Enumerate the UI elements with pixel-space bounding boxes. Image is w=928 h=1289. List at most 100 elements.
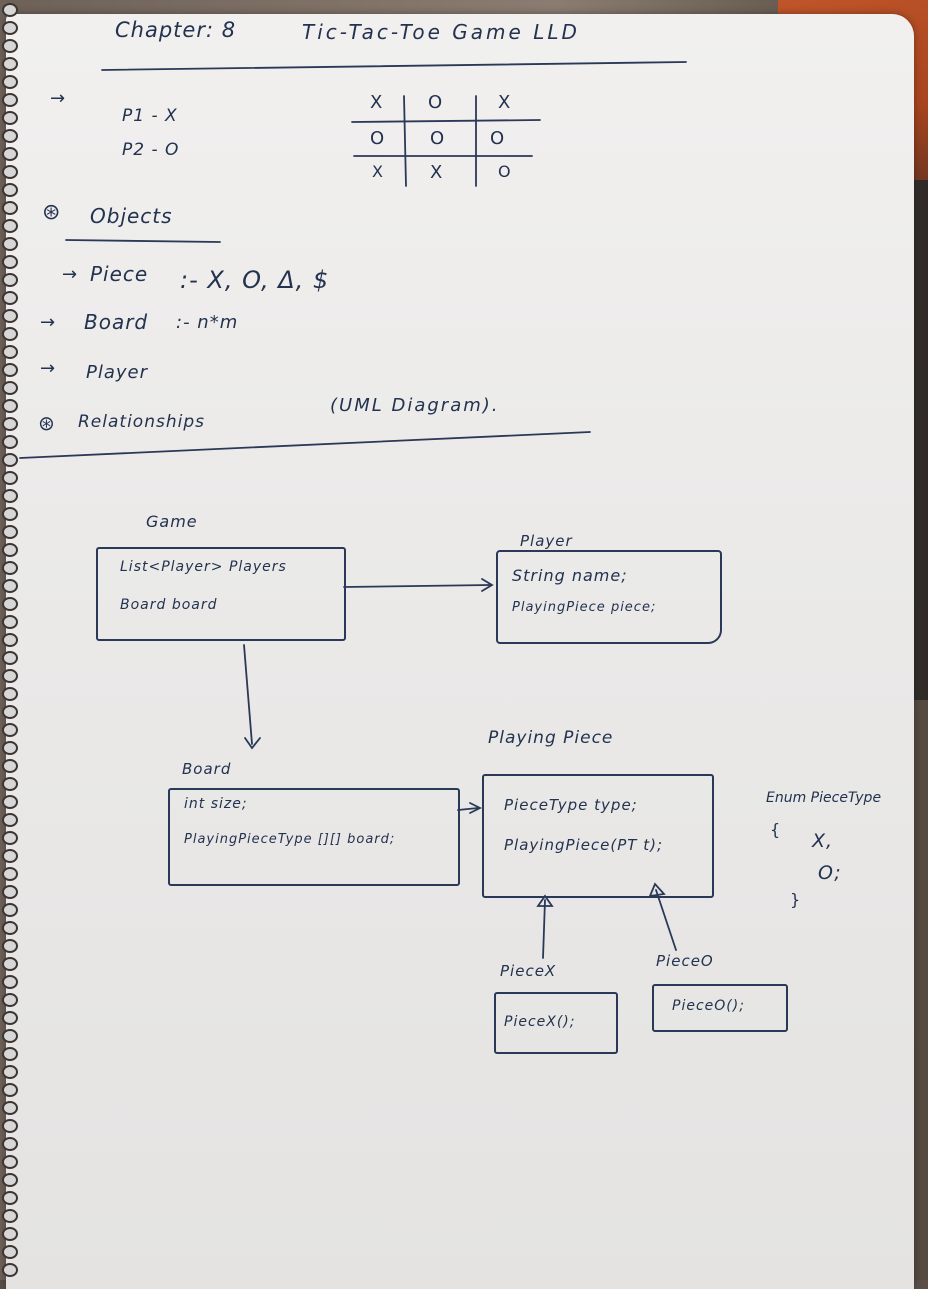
board-piece-association bbox=[457, 807, 479, 811]
page-title: Tic-Tac-Toe Game LLD bbox=[302, 20, 580, 44]
spiral-ring bbox=[2, 831, 18, 845]
star-bullet-icon: ⊛ bbox=[42, 200, 61, 225]
spiral-ring bbox=[2, 1083, 18, 1097]
grid-cell: X bbox=[370, 92, 383, 113]
spiral-ring bbox=[2, 759, 18, 773]
spiral-ring bbox=[2, 723, 18, 737]
spiral-ring bbox=[2, 1047, 18, 1061]
spiral-ring bbox=[2, 993, 18, 1007]
playing-piece-field: PlayingPiece(PT t); bbox=[504, 836, 664, 854]
board-object-label: Board bbox=[84, 310, 149, 334]
piece-o-inheritance bbox=[655, 889, 677, 951]
spiral-ring bbox=[2, 507, 18, 521]
grid-cell: X bbox=[430, 162, 443, 183]
spiral-ring bbox=[2, 39, 18, 53]
playing-piece-class-name: Playing Piece bbox=[488, 728, 614, 748]
grid-cell: O bbox=[370, 128, 385, 149]
notebook-page bbox=[6, 14, 914, 1289]
spiral-ring bbox=[2, 525, 18, 539]
player-two-label: P2 - O bbox=[122, 140, 180, 160]
spiral-ring bbox=[2, 543, 18, 557]
spiral-ring bbox=[2, 705, 18, 719]
spiral-ring bbox=[2, 327, 18, 341]
spiral-ring bbox=[2, 417, 18, 431]
spiral-ring bbox=[2, 363, 18, 377]
spiral-ring bbox=[2, 1101, 18, 1115]
inheritance-arrowhead-icon bbox=[648, 882, 666, 898]
playing-piece-field: PieceType type; bbox=[504, 796, 638, 814]
spiral-ring bbox=[2, 651, 18, 665]
tic-tac-toe-grid: X O X O O O X X O bbox=[350, 92, 540, 184]
grid-line bbox=[351, 119, 541, 123]
enum-value: O; bbox=[818, 862, 842, 884]
game-class-name: Game bbox=[146, 512, 198, 531]
relationships-underline bbox=[19, 431, 591, 459]
spiral-ring bbox=[2, 345, 18, 359]
arrow-icon: → bbox=[40, 358, 56, 379]
game-class-box: List<Player> Players Board board bbox=[96, 547, 346, 641]
arrow-icon: → bbox=[40, 312, 56, 333]
spiral-binding-icon bbox=[2, 3, 18, 1277]
piece-x-inheritance bbox=[542, 899, 546, 959]
player-class-box: String name; PlayingPiece piece; bbox=[496, 550, 722, 644]
spiral-ring bbox=[2, 597, 18, 611]
spiral-ring bbox=[2, 867, 18, 881]
spiral-ring bbox=[2, 381, 18, 395]
spiral-ring bbox=[2, 309, 18, 323]
objects-underline bbox=[65, 239, 221, 243]
grid-cell: X bbox=[498, 92, 511, 113]
spiral-ring bbox=[2, 1137, 18, 1151]
spiral-ring bbox=[2, 129, 18, 143]
spiral-ring bbox=[2, 111, 18, 125]
spiral-ring bbox=[2, 1119, 18, 1133]
spiral-ring bbox=[2, 885, 18, 899]
spiral-ring bbox=[2, 1065, 18, 1079]
spiral-ring bbox=[2, 975, 18, 989]
relationships-heading: Relationships bbox=[78, 412, 205, 432]
spiral-ring bbox=[2, 471, 18, 485]
spiral-ring bbox=[2, 219, 18, 233]
player-field: String name; bbox=[512, 566, 628, 585]
game-board-association bbox=[243, 644, 253, 745]
arrowhead-icon bbox=[469, 802, 483, 814]
spiral-ring bbox=[2, 165, 18, 179]
uml-diagram-note: (UML Diagram). bbox=[330, 395, 500, 416]
player-field: PlayingPiece piece; bbox=[512, 600, 657, 615]
piece-x-class-name: PieceX bbox=[500, 962, 557, 980]
board-class-box: int size; PlayingPieceType [][] board; bbox=[168, 788, 460, 886]
spiral-ring bbox=[2, 1245, 18, 1259]
spiral-ring bbox=[2, 453, 18, 467]
spiral-ring bbox=[2, 561, 18, 575]
board-field: PlayingPieceType [][] board; bbox=[184, 832, 396, 847]
spiral-ring bbox=[2, 255, 18, 269]
arrowhead-icon bbox=[244, 737, 261, 750]
spiral-ring bbox=[2, 57, 18, 71]
game-field: Board board bbox=[120, 597, 218, 613]
spiral-ring bbox=[2, 1011, 18, 1025]
spiral-ring bbox=[2, 849, 18, 863]
spiral-ring bbox=[2, 813, 18, 827]
board-class-name: Board bbox=[182, 760, 232, 778]
arrow-icon: → bbox=[50, 88, 66, 109]
spiral-ring bbox=[2, 291, 18, 305]
enum-value: X, bbox=[812, 830, 834, 852]
player-one-label: P1 - X bbox=[122, 106, 178, 126]
grid-cell: O bbox=[428, 92, 443, 113]
spiral-ring bbox=[2, 1029, 18, 1043]
spiral-ring bbox=[2, 273, 18, 287]
spiral-ring bbox=[2, 489, 18, 503]
spiral-ring bbox=[2, 1263, 18, 1277]
arrowhead-icon bbox=[481, 578, 494, 592]
playing-piece-class-box: PieceType type; PlayingPiece(PT t); bbox=[482, 774, 714, 898]
spiral-ring bbox=[2, 957, 18, 971]
piece-x-class-box: PieceX(); bbox=[494, 992, 618, 1054]
spiral-ring bbox=[2, 435, 18, 449]
player-class-name: Player bbox=[520, 532, 573, 550]
spiral-ring bbox=[2, 687, 18, 701]
spiral-ring bbox=[2, 21, 18, 35]
spiral-ring bbox=[2, 1227, 18, 1241]
objects-heading: Objects bbox=[90, 204, 173, 228]
spiral-ring bbox=[2, 201, 18, 215]
spiral-ring bbox=[2, 183, 18, 197]
spiral-ring bbox=[2, 237, 18, 251]
